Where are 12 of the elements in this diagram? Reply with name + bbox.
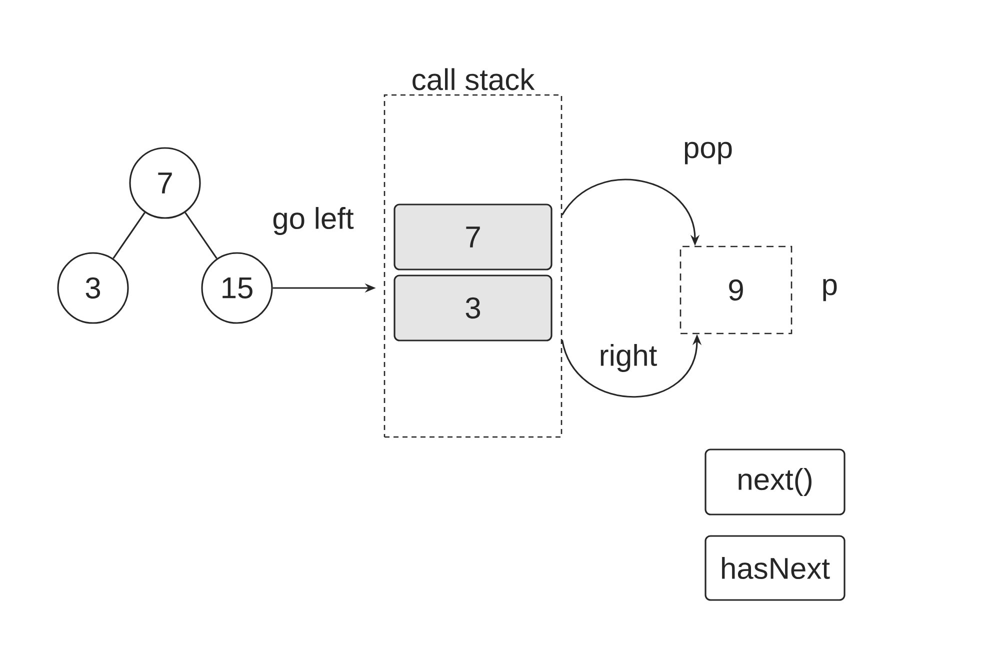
stack-entry-box: 7 (394, 204, 552, 270)
method-box: next() (704, 448, 846, 516)
method-box: hasNext (704, 535, 846, 601)
frame-heading: call stack (412, 68, 535, 90)
stack-entry-box: 3 (394, 274, 552, 342)
edge-label: right (596, 342, 660, 374)
pointer-label: p (823, 278, 837, 302)
tree-edge (184, 212, 218, 259)
edge-label: pop (680, 140, 736, 166)
edge-label: go left (270, 205, 356, 237)
pointer-box: 9 (680, 246, 792, 334)
tree-edge (112, 212, 146, 259)
